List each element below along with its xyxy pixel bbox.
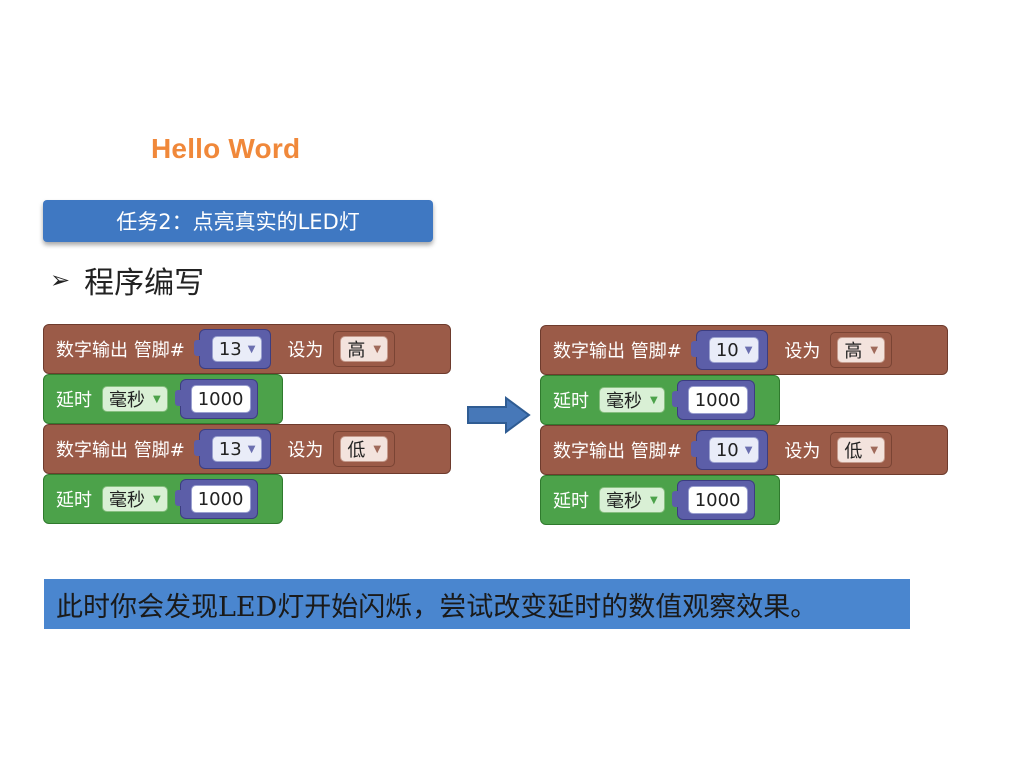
pin-dropdown[interactable]: 10 ▼ xyxy=(708,337,760,363)
digital-output-label: 数字输出 管脚# xyxy=(553,441,682,462)
dropdown-arrow-icon: ▼ xyxy=(373,343,382,355)
pin-dropdown[interactable]: 13 ▼ xyxy=(211,336,263,362)
level-value: 低 xyxy=(844,441,863,462)
dropdown-arrow-icon: ▼ xyxy=(247,343,256,355)
delay-number-input[interactable]: 1000 xyxy=(190,385,251,413)
delay-block[interactable]: 延时 毫秒 ▼ 1000 xyxy=(540,375,780,425)
number-socket: 1000 xyxy=(174,379,258,419)
bullet-text: 程序编写 xyxy=(84,266,205,301)
set-to-label: 设为 xyxy=(287,340,324,361)
level-socket: 高 ▼ xyxy=(333,331,396,367)
number-socket: 1000 xyxy=(671,380,755,420)
dropdown-arrow-icon: ▼ xyxy=(650,394,658,406)
delay-label: 延时 xyxy=(553,491,589,512)
dropdown-arrow-icon: ▼ xyxy=(744,344,753,356)
pin-socket: 13 ▼ xyxy=(193,429,272,469)
set-to-label: 设为 xyxy=(784,341,821,362)
set-to-label: 设为 xyxy=(287,440,324,461)
unit-value: 毫秒 xyxy=(606,491,642,512)
delay-value: 1000 xyxy=(694,489,741,511)
delay-value: 1000 xyxy=(197,388,244,410)
level-value: 高 xyxy=(347,340,366,361)
level-value: 低 xyxy=(347,440,366,461)
dropdown-arrow-icon: ▼ xyxy=(153,493,161,505)
unit-value: 毫秒 xyxy=(606,391,642,412)
delay-number-input[interactable]: 1000 xyxy=(687,486,748,514)
digital-output-label: 数字输出 管脚# xyxy=(553,341,682,362)
delay-block[interactable]: 延时 毫秒 ▼ 1000 xyxy=(43,374,283,424)
digital-output-block[interactable]: 数字输出 管脚# 10 ▼ 设为 高 ▼ xyxy=(540,325,948,375)
unit-dropdown[interactable]: 毫秒 ▼ xyxy=(599,487,665,513)
note-text: 此时你会发现LED灯开始闪烁，尝试改变延时的数值观察效果。 xyxy=(56,591,818,623)
number-socket: 1000 xyxy=(174,479,258,519)
dropdown-arrow-icon: ▼ xyxy=(373,443,382,455)
number-socket: 1000 xyxy=(671,480,755,520)
delay-number-input[interactable]: 1000 xyxy=(687,386,748,414)
level-dropdown[interactable]: 低 ▼ xyxy=(837,437,886,463)
pin-value: 13 xyxy=(218,338,242,360)
digital-output-block[interactable]: 数字输出 管脚# 13 ▼ 设为 低 ▼ xyxy=(43,424,451,474)
pin-value: 10 xyxy=(715,439,739,461)
page-title: Hello Word xyxy=(151,133,301,164)
delay-number-input[interactable]: 1000 xyxy=(190,485,251,513)
digital-output-block[interactable]: 数字输出 管脚# 10 ▼ 设为 低 ▼ xyxy=(540,425,948,475)
delay-label: 延时 xyxy=(553,391,589,412)
pin-socket: 10 ▼ xyxy=(690,430,769,470)
delay-value: 1000 xyxy=(197,488,244,510)
digital-output-label: 数字输出 管脚# xyxy=(56,340,185,361)
pin-socket: 13 ▼ xyxy=(193,329,272,369)
pin-socket: 10 ▼ xyxy=(690,330,769,370)
dropdown-arrow-icon: ▼ xyxy=(870,444,879,456)
delay-label: 延时 xyxy=(56,490,92,511)
digital-output-block[interactable]: 数字输出 管脚# 13 ▼ 设为 高 ▼ xyxy=(43,324,451,374)
unit-value: 毫秒 xyxy=(109,490,145,511)
set-to-label: 设为 xyxy=(784,441,821,462)
task-banner: 任务2：点亮真实的LED灯 xyxy=(43,200,433,242)
level-dropdown[interactable]: 高 ▼ xyxy=(340,336,389,362)
level-socket: 低 ▼ xyxy=(830,432,893,468)
pin-value: 10 xyxy=(715,339,739,361)
level-value: 高 xyxy=(844,341,863,362)
level-socket: 低 ▼ xyxy=(333,431,396,467)
delay-block[interactable]: 延时 毫秒 ▼ 1000 xyxy=(43,474,283,524)
bullet-arrow-icon: ➢ xyxy=(50,266,71,294)
dropdown-arrow-icon: ▼ xyxy=(650,494,658,506)
unit-dropdown[interactable]: 毫秒 ▼ xyxy=(102,386,168,412)
delay-label: 延时 xyxy=(56,390,92,411)
delay-value: 1000 xyxy=(694,389,741,411)
task-banner-text: 任务2：点亮真实的LED灯 xyxy=(116,210,360,234)
dropdown-arrow-icon: ▼ xyxy=(153,393,161,405)
pin-dropdown[interactable]: 10 ▼ xyxy=(708,437,760,463)
dropdown-arrow-icon: ▼ xyxy=(247,443,256,455)
unit-dropdown[interactable]: 毫秒 ▼ xyxy=(102,486,168,512)
level-dropdown[interactable]: 低 ▼ xyxy=(340,436,389,462)
level-socket: 高 ▼ xyxy=(830,332,893,368)
pin-dropdown[interactable]: 13 ▼ xyxy=(211,436,263,462)
level-dropdown[interactable]: 高 ▼ xyxy=(837,337,886,363)
pin-value: 13 xyxy=(218,438,242,460)
note-banner: 此时你会发现LED灯开始闪烁，尝试改变延时的数值观察效果。 xyxy=(44,579,910,629)
delay-block[interactable]: 延时 毫秒 ▼ 1000 xyxy=(540,475,780,525)
dropdown-arrow-icon: ▼ xyxy=(744,444,753,456)
digital-output-label: 数字输出 管脚# xyxy=(56,440,185,461)
right-arrow-icon xyxy=(467,396,531,434)
section-bullet: ➢ 程序编写 xyxy=(50,258,204,302)
unit-value: 毫秒 xyxy=(109,390,145,411)
unit-dropdown[interactable]: 毫秒 ▼ xyxy=(599,387,665,413)
dropdown-arrow-icon: ▼ xyxy=(870,344,879,356)
